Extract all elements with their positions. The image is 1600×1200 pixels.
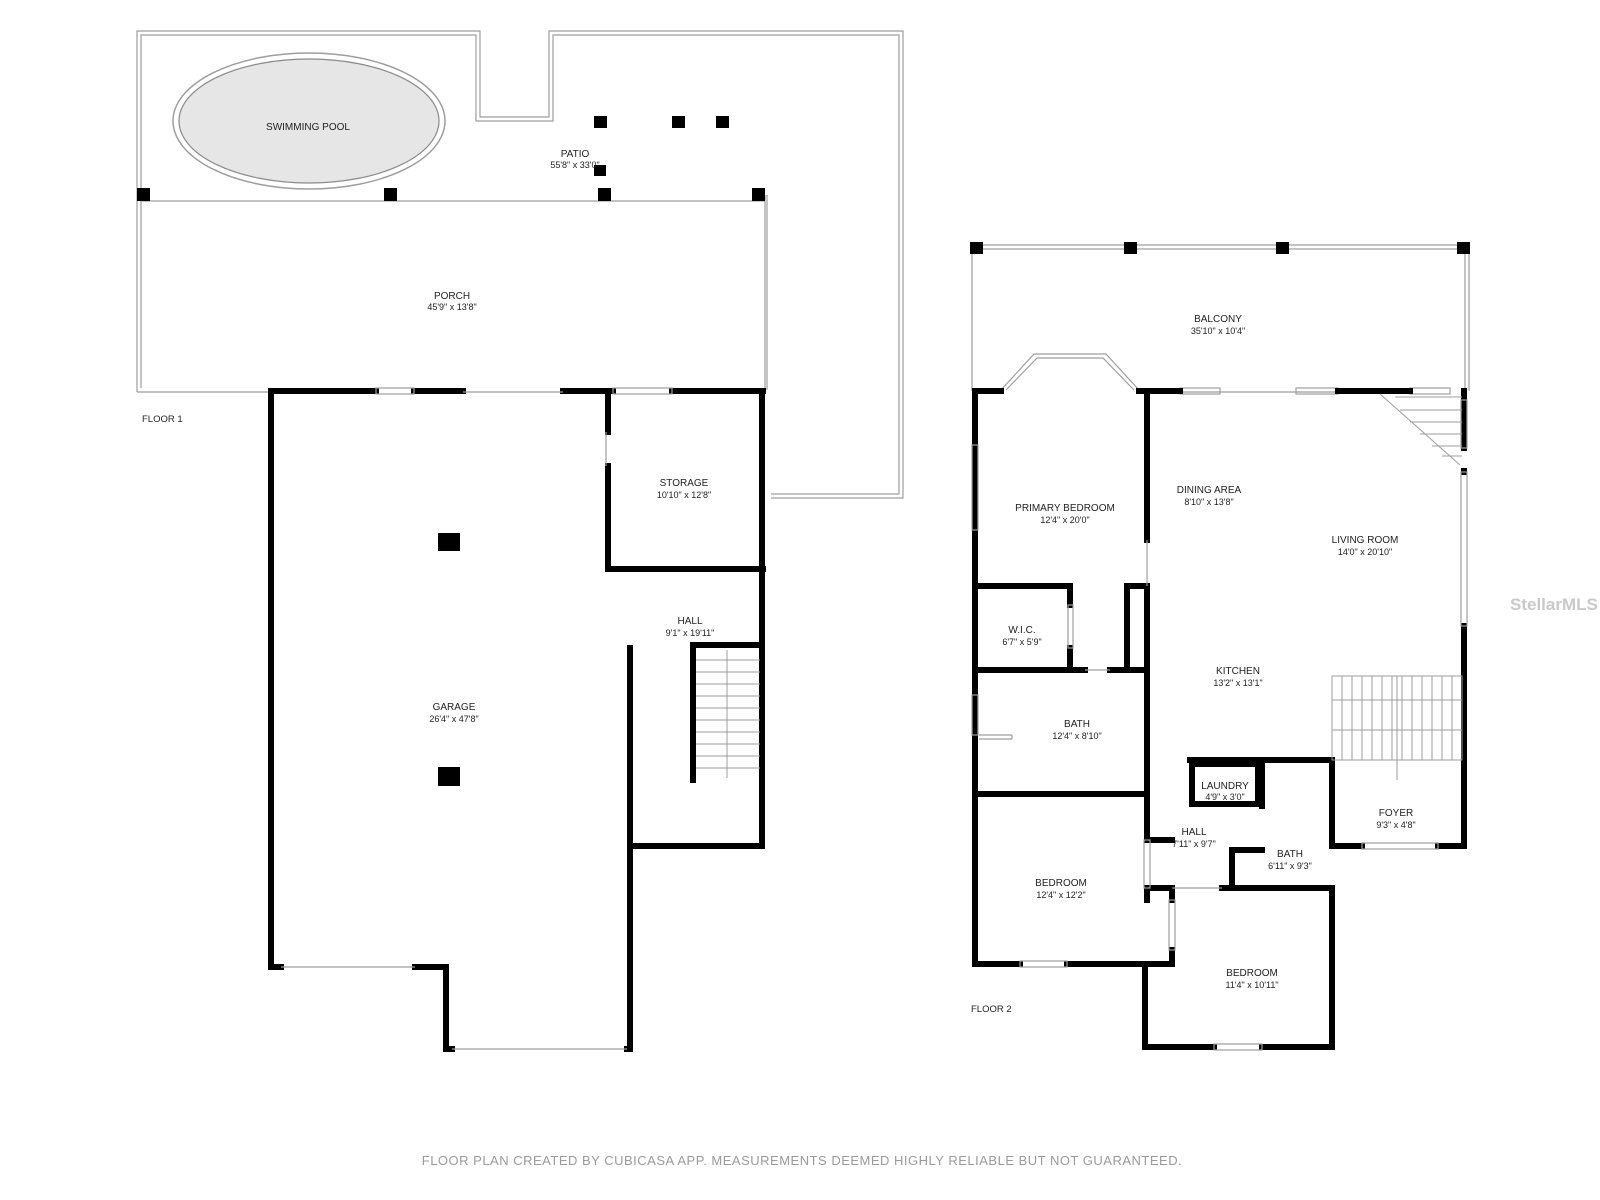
room-name-hall: HALL bbox=[677, 616, 702, 627]
room-dim-hall: 9'1" x 19'11" bbox=[666, 628, 715, 638]
room-name-bedroom-b: BEDROOM bbox=[1226, 968, 1278, 979]
room-name-primary-bedroom: PRIMARY BEDROOM bbox=[1015, 503, 1115, 514]
floor2-labels: BALCONY 35'10" x 10'4" PRIMARY BEDROOM 1… bbox=[971, 314, 1416, 1015]
room-name-bedroom-a: BEDROOM bbox=[1035, 878, 1087, 889]
room-dim-balcony: 35'10" x 10'4" bbox=[1191, 326, 1245, 336]
room-dim-foyer: 9'3" x 4'8" bbox=[1376, 820, 1415, 830]
footer-disclaimer: FLOOR PLAN CREATED BY CUBICASA APP. MEAS… bbox=[422, 1153, 1182, 1168]
room-dim-hall-2: 7'11" x 9'7" bbox=[1172, 839, 1216, 849]
room-name-bath-small: BATH bbox=[1277, 849, 1303, 860]
room-dim-primary-bedroom: 12'4" x 20'0" bbox=[1040, 515, 1089, 525]
room-name-foyer: FOYER bbox=[1379, 808, 1413, 819]
room-dim-wic: 6'7" x 5'9" bbox=[1002, 637, 1041, 647]
swimming-pool-shape bbox=[172, 52, 446, 190]
floor1-label: FLOOR 1 bbox=[142, 414, 183, 425]
room-name-hall-2: HALL bbox=[1181, 827, 1206, 838]
room-name-kitchen: KITCHEN bbox=[1216, 666, 1260, 677]
room-dim-bedroom-b: 11'4" x 10'11" bbox=[1225, 980, 1278, 990]
room-name-living-room: LIVING ROOM bbox=[1332, 535, 1399, 546]
floor1-thin-lines bbox=[281, 387, 673, 1050]
garage-column-2 bbox=[438, 767, 460, 786]
floor2-stairs bbox=[1331, 393, 1463, 780]
room-dim-bath-main: 12'4" x 8'10" bbox=[1052, 731, 1101, 741]
room-dim-bedroom-a: 12'4" x 12'2" bbox=[1036, 890, 1085, 900]
room-name-wic: W.I.C. bbox=[1008, 625, 1035, 636]
floor1-walls bbox=[268, 388, 766, 1052]
room-dim-bath-small: 6'11" x 9'3" bbox=[1268, 861, 1312, 871]
watermark: StellarMLS bbox=[1510, 595, 1598, 614]
floor2-thin-lines bbox=[971, 399, 1468, 1051]
room-dim-garage: 26'4" x 47'8" bbox=[429, 714, 478, 724]
room-name-patio: PATIO bbox=[561, 149, 590, 160]
room-name-porch: PORCH bbox=[434, 291, 470, 302]
balcony-posts bbox=[970, 242, 1470, 254]
floor1-outdoor-outline bbox=[136, 30, 904, 499]
room-dim-storage: 10'10" x 12'8" bbox=[657, 490, 711, 500]
room-name-storage: STORAGE bbox=[660, 478, 709, 489]
room-dim-porch: 45'9" x 13'8" bbox=[427, 302, 476, 312]
room-name-laundry: LAUNDRY bbox=[1201, 781, 1249, 792]
room-dim-kitchen: 13'2" x 13'1" bbox=[1213, 678, 1262, 688]
room-name-swimming-pool: SWIMMING POOL bbox=[266, 122, 350, 133]
patio-posts bbox=[137, 116, 765, 201]
floor1-stairs bbox=[696, 650, 760, 778]
garage-column-1 bbox=[438, 533, 460, 551]
room-name-garage: GARAGE bbox=[433, 702, 476, 713]
floor1-labels: SWIMMING POOL PATIO 55'8" x 33'0" PORCH … bbox=[142, 122, 714, 724]
floor2-walls bbox=[972, 388, 1467, 1050]
floor2-balcony-outline bbox=[971, 244, 1470, 395]
room-dim-dining-area: 8'10" x 13'8" bbox=[1184, 497, 1233, 507]
room-name-dining-area: DINING AREA bbox=[1177, 485, 1242, 496]
room-dim-patio: 55'8" x 33'0" bbox=[550, 160, 599, 170]
floor2-label: FLOOR 2 bbox=[971, 1004, 1012, 1015]
room-dim-laundry: 4'9" x 3'0" bbox=[1205, 792, 1244, 802]
room-dim-living-room: 14'0" x 20'10" bbox=[1338, 547, 1392, 557]
room-name-bath-main: BATH bbox=[1064, 719, 1090, 730]
room-name-balcony: BALCONY bbox=[1194, 314, 1242, 325]
